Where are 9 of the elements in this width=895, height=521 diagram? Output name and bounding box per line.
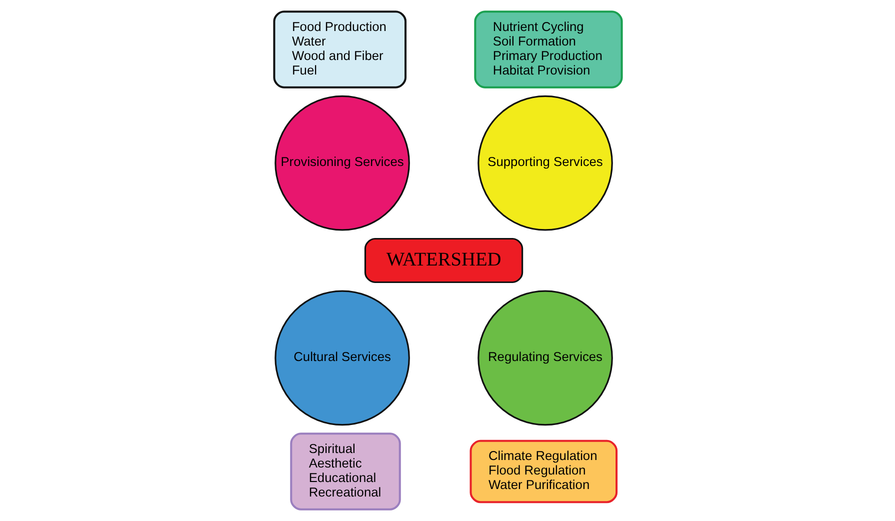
node-box: Food Production Water Wood and Fiber Fuel <box>272 10 406 88</box>
node-circle: Provisioning Services <box>274 95 410 231</box>
node-box: WATERSHED <box>364 238 523 284</box>
node-box: Nutrient Cycling Soil Formation Primary Production Habitat Provision <box>474 10 622 88</box>
node-box: Climate Regulation Flood Regulation Water Purification <box>469 440 618 504</box>
node-circle: Supporting Services <box>477 95 612 231</box>
node-circle: Cultural Services <box>274 290 410 426</box>
node-box: Spiritual Aesthetic Educational Recreational <box>290 432 400 510</box>
node-circle: Regulating Services <box>477 290 612 426</box>
